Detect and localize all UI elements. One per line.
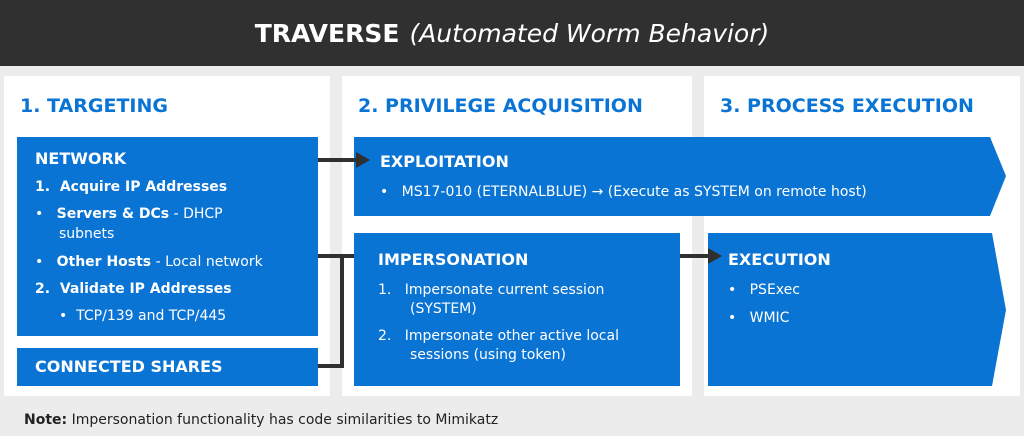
note-text: Impersonation functionality has code sim…	[71, 412, 499, 428]
servers-label: Servers & DCs	[56, 206, 170, 222]
servers-detail: - DHCP	[173, 206, 223, 222]
note-label: Note:	[24, 412, 68, 428]
impersonation-title: IMPERSONATION	[378, 250, 529, 269]
impersonation-item-2: 2. Impersonate other active local	[378, 328, 619, 344]
network-title: NETWORK	[35, 149, 127, 168]
title-sub: (Automated Worm Behavior)	[409, 18, 770, 48]
servers-continuation: subnets	[59, 226, 115, 242]
arrowhead-execution	[708, 248, 722, 264]
network-hosts: • Other Hosts - Local network	[35, 254, 263, 270]
exploitation-shape	[354, 137, 1006, 216]
ports-label: TCP/139 and TCP/445	[76, 308, 227, 324]
impersonation-item-1-line2: (SYSTEM)	[410, 301, 477, 317]
impersonation-item-1: 1. Impersonate current session	[378, 282, 605, 298]
title-banner: TRAVERSE (Automated Worm Behavior)	[0, 0, 1024, 66]
title-main: TRAVERSE	[254, 18, 400, 48]
footnote: Note: Impersonation functionality has co…	[24, 412, 498, 428]
exploitation-item: • MS17-010 (ETERNALBLUE) → (Execute as S…	[380, 184, 867, 200]
arrowhead-exploitation	[356, 152, 370, 168]
connected-shares-box: CONNECTED SHARES	[17, 348, 318, 386]
network-servers: • Servers & DCs - DHCP	[35, 206, 223, 222]
network-box: NETWORK 1. Acquire IP Addresses • Server…	[17, 137, 318, 336]
column-label-targeting: 1. TARGETING	[20, 95, 168, 117]
hosts-label: Other Hosts	[56, 254, 152, 270]
hosts-detail: - Local network	[155, 254, 263, 270]
connector-shares	[318, 256, 344, 368]
execution-psexec: PSExec	[749, 282, 800, 298]
acquire-label: Acquire IP Addresses	[59, 179, 228, 195]
network-step-2: 2. Validate IP Addresses	[35, 281, 232, 297]
validate-label: Validate IP Addresses	[59, 281, 232, 297]
execution-item-2: • WMIC	[728, 310, 790, 326]
impersonation-item-2-line1: Impersonate other active local	[404, 328, 619, 344]
network-step-1: 1. Acquire IP Addresses	[35, 179, 228, 195]
column-label-execution: 3. PROCESS EXECUTION	[720, 95, 974, 117]
impersonation-box: IMPERSONATION 1. Impersonate current ses…	[354, 233, 680, 386]
execution-item-1: • PSExec	[728, 282, 800, 298]
exploitation-title: EXPLOITATION	[380, 152, 509, 171]
impersonation-item-1-line1: Impersonate current session	[404, 282, 605, 298]
execution-title: EXECUTION	[728, 250, 831, 269]
impersonation-item-2-line2: sessions (using token)	[410, 347, 566, 363]
connected-shares-label: CONNECTED SHARES	[35, 357, 223, 376]
execution-wmic: WMIC	[749, 310, 790, 326]
exploitation-text: MS17-010 (ETERNALBLUE) → (Execute as SYS…	[401, 184, 867, 200]
column-label-privilege: 2. PRIVILEGE ACQUISITION	[358, 95, 643, 117]
network-ports: • TCP/139 and TCP/445	[59, 308, 227, 324]
execution-shape	[708, 233, 1006, 386]
